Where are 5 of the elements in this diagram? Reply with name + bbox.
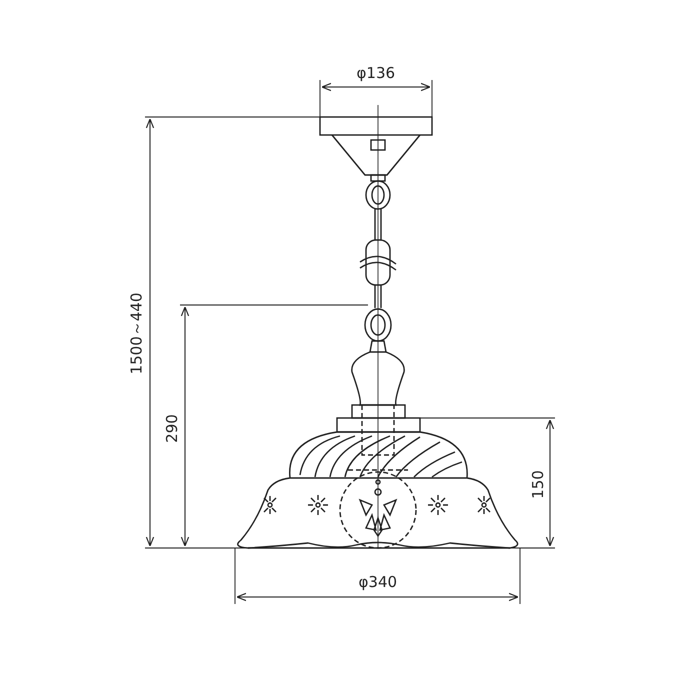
dimension-label: 1500～440 <box>129 292 144 374</box>
dimension-label: φ136 <box>356 66 396 80</box>
dimension-label: φ340 <box>358 574 398 590</box>
dimension-label: 150 <box>530 470 546 498</box>
dimension-label: 290 <box>164 414 180 442</box>
